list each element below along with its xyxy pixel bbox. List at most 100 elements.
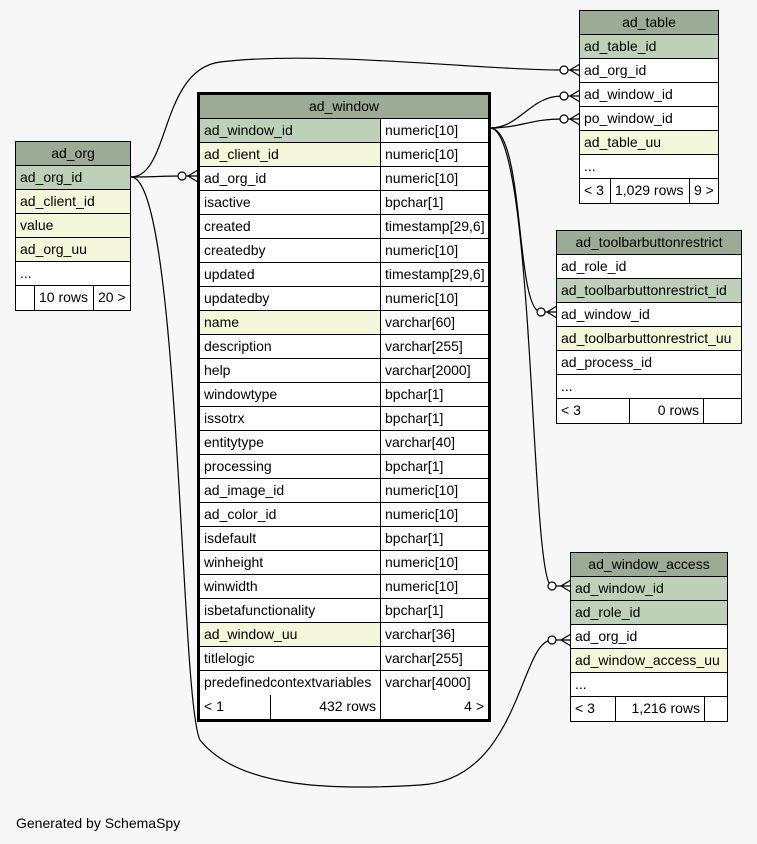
column-type: bpchar[1]	[380, 455, 488, 478]
column-name: ad_toolbarbuttonrestrict_uu	[561, 330, 732, 346]
column-type: bpchar[1]	[380, 407, 488, 430]
children-count: 20 >	[93, 286, 130, 310]
crowfoot-circle	[547, 635, 557, 645]
table-footer: < 3 1,216 rows	[571, 697, 727, 721]
parents-count: < 3	[584, 182, 604, 198]
table-header[interactable]: ad_window_access	[571, 553, 727, 577]
column-name: ad_process_id	[561, 354, 653, 370]
column-row[interactable]: po_window_id	[580, 107, 718, 131]
column-name: ad_window_id	[575, 580, 664, 596]
column-name: entitytype	[204, 434, 264, 450]
column-name: processing	[204, 458, 272, 474]
column-row[interactable]: ad_org_id	[580, 59, 718, 83]
column-name: ad_client_id	[200, 143, 380, 166]
column-row[interactable]: ad_org_id	[571, 625, 727, 649]
column-name: issotrx	[204, 410, 245, 426]
column-name: ad_window_access_uu	[575, 652, 720, 668]
table-ad-toolbarbuttonrestrict[interactable]: ad_toolbarbuttonrestrict ad_role_id ad_t…	[556, 230, 742, 424]
children-count: 9 >	[689, 179, 718, 203]
crowfoot	[568, 112, 581, 126]
table-ad-table[interactable]: ad_table ad_table_id ad_org_id ad_window…	[579, 10, 719, 204]
table-footer: < 3 0 rows	[557, 399, 741, 423]
column-type: numeric[10]	[380, 167, 488, 190]
generated-by-label: Generated by SchemaSpy	[16, 815, 181, 831]
column-row[interactable]: ad_toolbarbuttonrestrict_id	[557, 279, 741, 303]
rel-ad-window-to-ad-window-access	[489, 127, 553, 587]
table-header[interactable]: ad_org	[16, 142, 130, 166]
column-type: varchar[4000]	[380, 671, 488, 695]
column-name: winheight	[204, 554, 264, 570]
column-type: numeric[10]	[380, 119, 488, 142]
table-name: ad_toolbarbuttonrestrict	[575, 234, 723, 250]
column-row[interactable]: predefinedcontextvariables varchar[4000]	[200, 671, 488, 695]
table-ad-org[interactable]: ad_org ad_org_id ad_client_id value ad_o…	[15, 141, 131, 311]
row-count: 1,216 rows	[615, 697, 704, 721]
table-header[interactable]: ad_table	[580, 11, 718, 35]
column-name: titlelogic	[204, 650, 255, 666]
column-row[interactable]: ad_process_id	[557, 351, 741, 375]
column-row[interactable]: ad_window_id	[580, 83, 718, 107]
crowfoot	[556, 633, 572, 647]
table-name: ad_window_access	[588, 556, 710, 572]
column-row[interactable]: ad_client_id	[16, 190, 130, 214]
column-row[interactable]: processing bpchar[1]	[200, 455, 488, 479]
column-row[interactable]: ad_org_id	[16, 166, 130, 190]
column-name: ad_table_id	[584, 38, 657, 54]
column-row[interactable]: ad_role_id	[557, 255, 741, 279]
column-type: numeric[10]	[380, 503, 488, 526]
table-header[interactable]: ad_window	[200, 95, 488, 119]
column-name: description	[204, 338, 272, 354]
column-row[interactable]: ad_org_id numeric[10]	[200, 167, 488, 191]
table-name: ad_org	[51, 145, 95, 161]
crowfoot-circle	[559, 65, 569, 75]
column-name: isdefault	[204, 530, 257, 546]
column-row[interactable]: ad_table_uu	[580, 131, 718, 155]
column-row[interactable]: ad_role_id	[571, 601, 727, 625]
column-name: predefinedcontextvariables	[204, 674, 372, 690]
column-name: ...	[584, 158, 596, 174]
column-row[interactable]: ...	[16, 262, 130, 286]
column-row[interactable]: value	[16, 214, 130, 238]
rel-ad-window-to-ad-table-po-window	[489, 118, 563, 129]
table-header[interactable]: ad_toolbarbuttonrestrict	[557, 231, 741, 255]
column-name: ad_org_id	[204, 170, 267, 186]
column-row[interactable]: ...	[571, 673, 727, 697]
column-name: value	[20, 217, 54, 233]
table-ad-window-access[interactable]: ad_window_access ad_window_id ad_role_id…	[570, 552, 728, 722]
column-row[interactable]: ad_org_uu	[16, 238, 130, 262]
column-row[interactable]: ad_window_access_uu	[571, 649, 727, 673]
column-name: updatedby	[204, 290, 270, 306]
column-row[interactable]: ad_window_id	[571, 577, 727, 601]
column-type: bpchar[1]	[380, 383, 488, 406]
column-row[interactable]: ad_toolbarbuttonrestrict_uu	[557, 327, 741, 351]
column-row[interactable]: ad_window_id	[557, 303, 741, 327]
column-row[interactable]: ...	[557, 375, 741, 399]
column-row[interactable]: ...	[580, 155, 718, 179]
column-row[interactable]: issotrx bpchar[1]	[200, 407, 488, 431]
row-count: 1,029 rows	[610, 179, 689, 203]
column-row[interactable]: ad_table_id	[580, 35, 718, 59]
crowfoot	[556, 579, 572, 593]
